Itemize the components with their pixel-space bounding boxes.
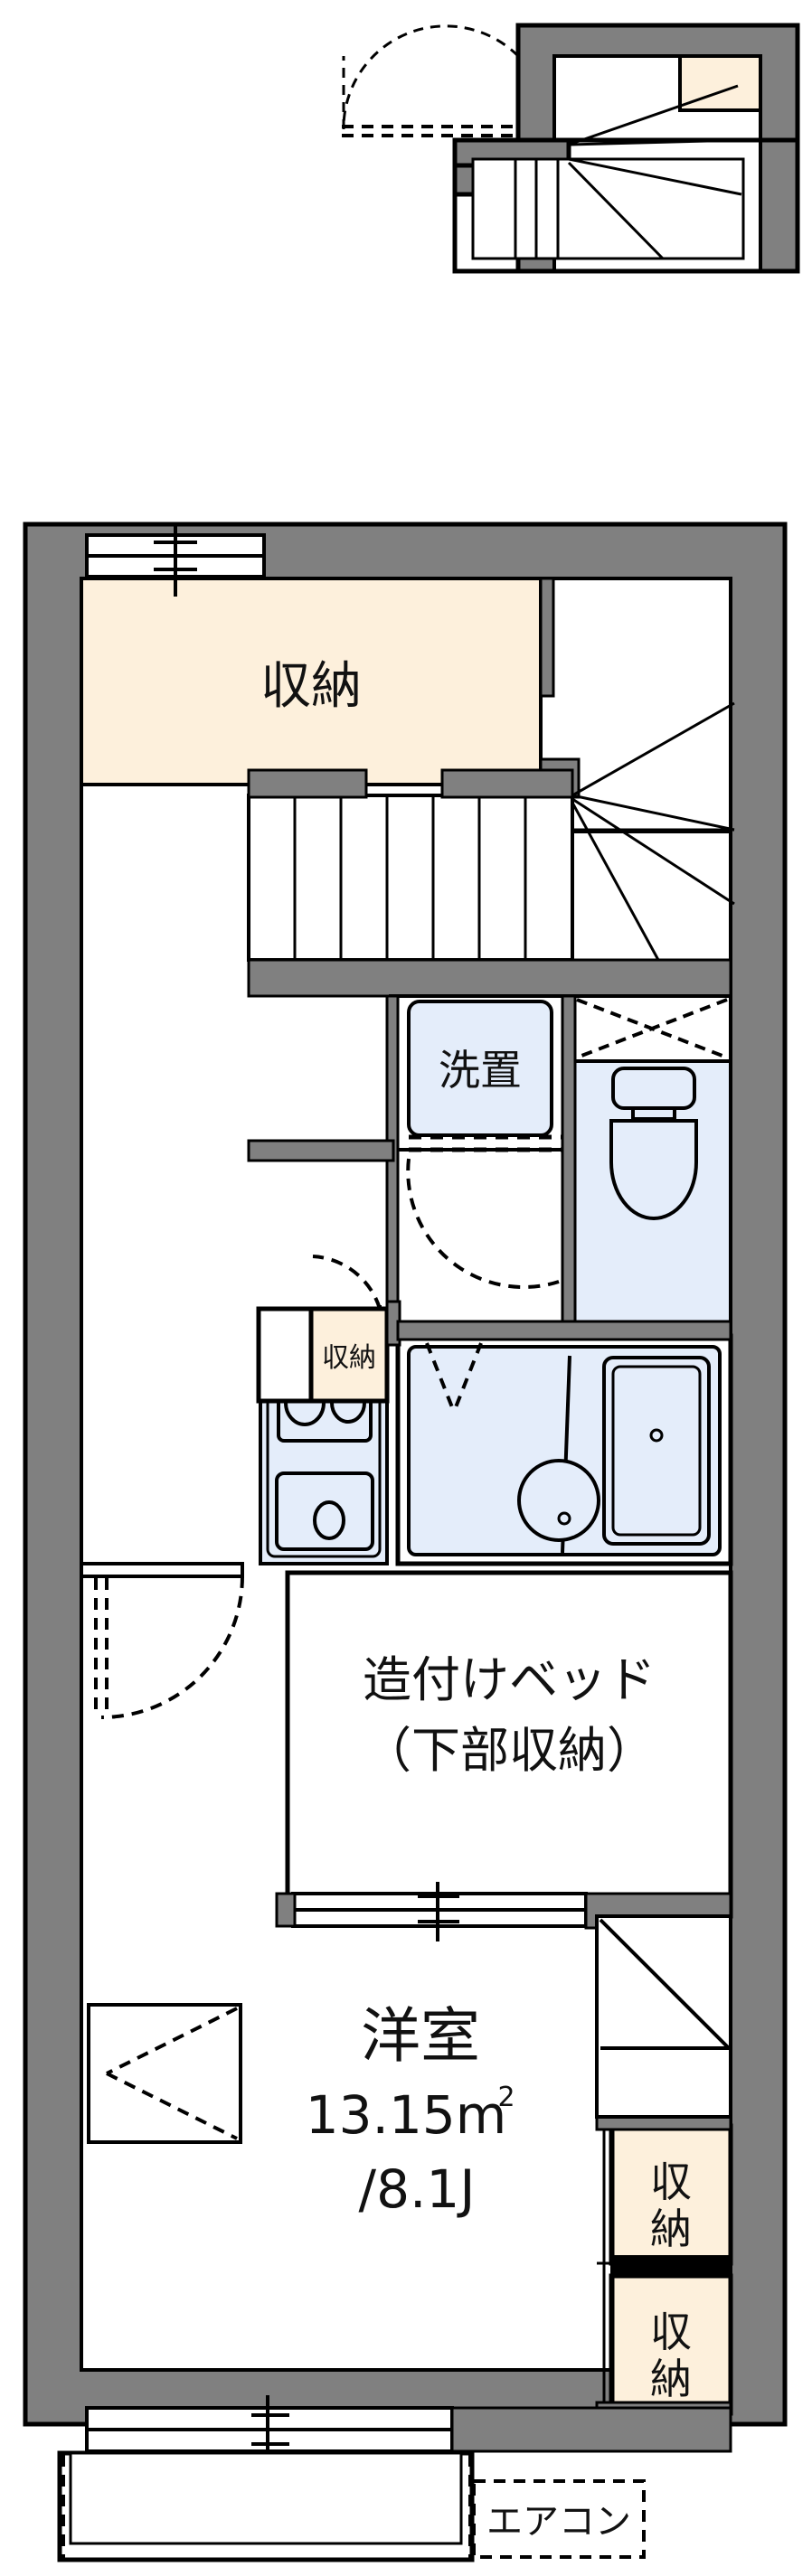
- bathroom-door-swing: [425, 1342, 483, 1413]
- main-stair-treads: [293, 795, 527, 960]
- built-in-bed-label-1: 造付けベッド: [363, 1651, 656, 1708]
- closet-lower-box: [609, 2273, 733, 2416]
- upper-stair-winders: [567, 84, 744, 260]
- closet-upper-label-1: 収納: [650, 2158, 692, 2253]
- closet-lower-label-1: 収納: [650, 2308, 692, 2403]
- bath-washbasin-drain-icon: [557, 1511, 571, 1526]
- main-stair-winders: [571, 701, 735, 961]
- upper-entrance-door-swing: [342, 24, 520, 130]
- upper-hall-lines: [516, 56, 556, 140]
- toilet-fixture-icon: [609, 1067, 698, 1220]
- stair-bottom-wall: [247, 958, 732, 998]
- balcony-slab-inner: [69, 2451, 463, 2545]
- loft-window: [85, 522, 266, 597]
- kitchen-fridge-space: [256, 1306, 314, 1404]
- kitchen-storage-label: 収納: [322, 1342, 376, 1374]
- room-entry-door-swing: [94, 1575, 244, 1719]
- aircon-box: [472, 2479, 646, 2559]
- closet-upper-box: [609, 2123, 733, 2266]
- stair-lintel-wall-2: [440, 768, 574, 799]
- main-stair-area: [539, 577, 732, 833]
- bath-washbasin-icon: [517, 1459, 600, 1542]
- main-plan-group: 収納: [23, 522, 788, 2562]
- upper-stair-well: [471, 157, 745, 260]
- washer-door: [409, 1134, 570, 1152]
- bed-bottom-wall-left: [275, 1892, 297, 1928]
- room-entry-door: [80, 1562, 244, 1578]
- bed-window: [291, 1882, 588, 1941]
- room-loft-storage: [80, 577, 543, 786]
- kitchen-sink-drain-icon: [313, 1500, 345, 1540]
- upper-plan-group: [342, 23, 800, 274]
- upper-storage-niche: [678, 54, 762, 112]
- hall-door-entry-swing: [312, 1255, 382, 1310]
- room-corner-closet-diagonal: [599, 1918, 731, 2050]
- closet-divider-wall: [610, 2255, 732, 2277]
- hall-wall-toilet-left: [561, 994, 577, 1334]
- upper-entrance-door-leaf: [342, 125, 518, 137]
- hall-wall-stub: [247, 1139, 395, 1162]
- room-built-in-bed: [285, 1570, 733, 1919]
- built-in-bed-label-2: （下部収納）: [363, 1722, 656, 1779]
- main-stair-run: [247, 794, 574, 962]
- hall-wall-bath-top: [396, 1320, 732, 1341]
- bathtub-inner: [611, 1365, 702, 1537]
- washer-space-label: 洗置: [439, 1046, 522, 1095]
- stair-lintel-wall: [247, 768, 368, 799]
- western-room-jo: /8.1J: [359, 2158, 476, 2220]
- room-left-cabinet-x-icon: [106, 2007, 238, 2140]
- stair-wall-stub-left: [539, 577, 555, 698]
- western-room-label: 洋室: [361, 2001, 480, 2071]
- room-corner-closet: [595, 1914, 732, 2119]
- balcony-edge-dashes: [61, 2455, 472, 2558]
- western-room-area: 13.15m: [306, 2084, 507, 2146]
- bathtub-drain-icon: [649, 1428, 664, 1443]
- upper-stair-treads: [514, 159, 560, 259]
- kitchen-storage-box: [308, 1306, 390, 1404]
- aircon-label: エアコン: [486, 2501, 631, 2543]
- balcony-wall-right: [450, 2406, 732, 2453]
- toilet-cabinet-x-icon: [576, 998, 728, 1059]
- western-room-area-sup: 2: [497, 2082, 515, 2113]
- room-loft-storage-label: 収納: [260, 657, 362, 716]
- room-left-cabinet: [87, 2003, 242, 2144]
